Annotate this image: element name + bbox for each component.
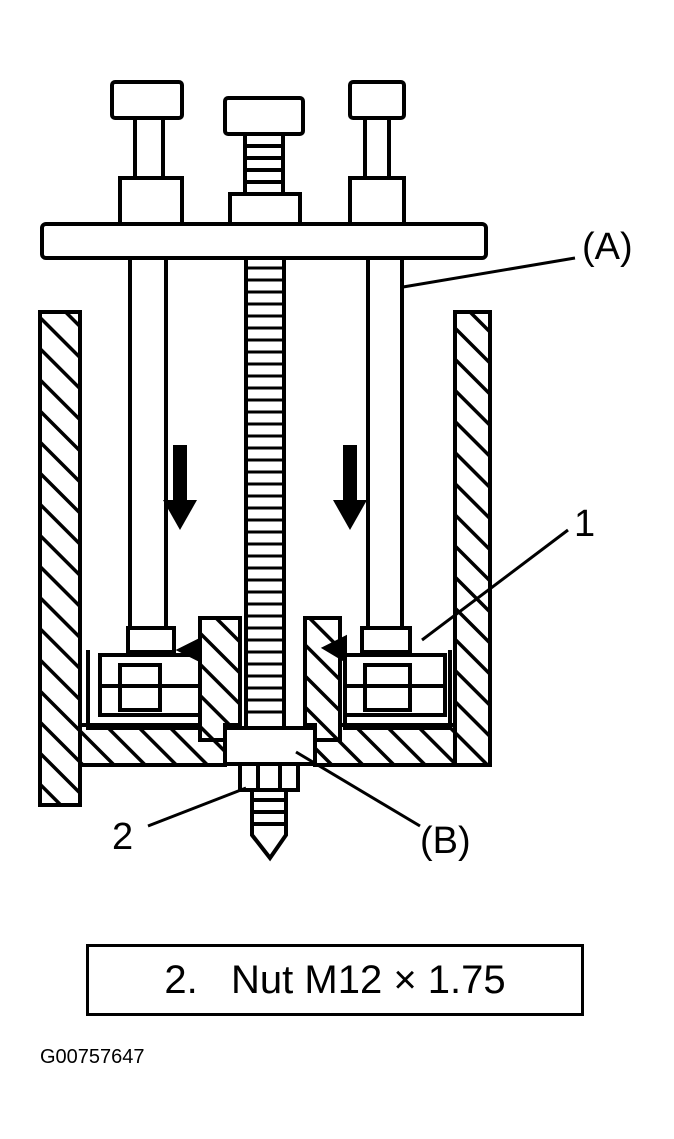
figure-code: G00757647 [40,1046,145,1068]
housing-right-wall [453,310,492,767]
legend-box: 2. Nut M12 × 1.75 [86,944,584,1016]
piece-B [223,726,317,766]
leader-B [295,750,421,828]
hub-left [198,616,242,742]
bearing-right [320,634,452,730]
leader-1 [421,528,569,642]
hub-right [303,616,342,742]
plate-A [40,222,488,260]
leader-A [402,256,576,289]
nut-2 [238,762,300,862]
leader-lines [147,256,576,828]
label-B: (B) [420,820,471,862]
label-A: (A) [582,226,633,268]
center-screw-threads [246,266,284,714]
right-bolt [348,80,412,654]
bearing-left [86,636,202,730]
leader-2 [147,786,247,828]
legend-text: 2. Nut M12 × 1.75 [164,957,506,1002]
label-1: 1 [574,503,596,545]
down-arrow-icon [163,445,197,530]
left-bolt [110,80,184,654]
down-arrow-icon [333,445,367,530]
label-2: 2 [112,816,134,858]
center-screw [223,96,305,730]
